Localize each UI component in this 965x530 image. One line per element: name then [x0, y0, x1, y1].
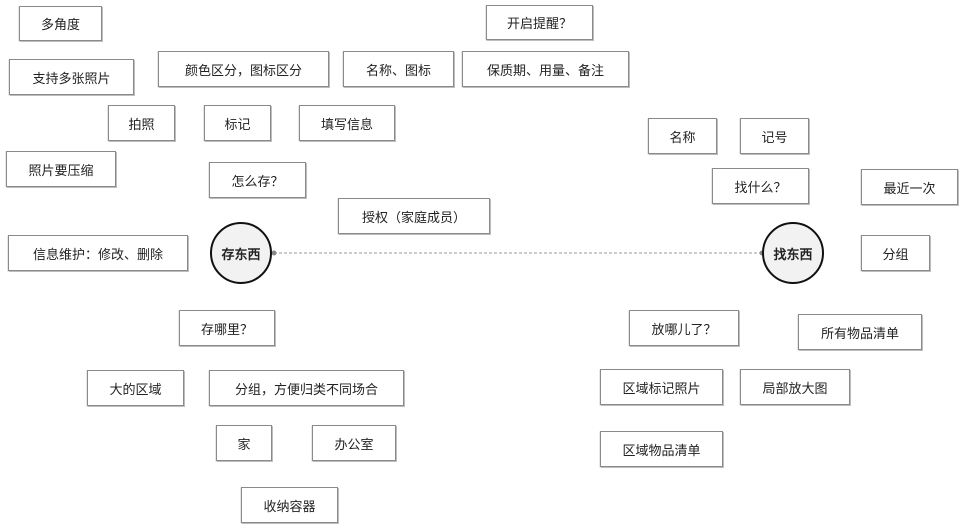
node-find-what[interactable]: 找什么？ — [712, 168, 809, 204]
node-where-store[interactable]: 存哪里？ — [179, 310, 275, 346]
node-multi-angle[interactable]: 多角度 — [19, 6, 102, 41]
node-maintain[interactable]: 信息维护：修改、删除 — [8, 235, 188, 271]
node-reminder[interactable]: 开启提醒？ — [486, 5, 593, 40]
node-authorize[interactable]: 授权（家庭成员） — [338, 198, 490, 234]
node-shelf-life[interactable]: 保质期、用量、备注 — [462, 51, 629, 87]
node-big-area[interactable]: 大的区域 — [87, 370, 184, 406]
node-mark[interactable]: 标记 — [204, 105, 271, 141]
node-zoom[interactable]: 局部放大图 — [740, 369, 850, 405]
node-group-scene[interactable]: 分组，方便归类不同场合 — [209, 370, 404, 406]
node-compress[interactable]: 照片要压缩 — [6, 151, 116, 187]
node-code[interactable]: 记号 — [740, 118, 809, 154]
node-all-list[interactable]: 所有物品清单 — [798, 314, 922, 350]
node-office[interactable]: 办公室 — [312, 425, 396, 461]
node-area-photo[interactable]: 区域标记照片 — [600, 369, 723, 405]
hub-label: 找东西 — [773, 247, 813, 263]
store-things-hub[interactable]: 存东西 — [210, 222, 272, 284]
node-multi-photo[interactable]: 支持多张照片 — [9, 59, 134, 95]
node-fill-info[interactable]: 填写信息 — [299, 105, 395, 141]
node-recent[interactable]: 最近一次 — [861, 169, 958, 205]
node-area-list[interactable]: 区域物品清单 — [600, 431, 723, 467]
node-where-put[interactable]: 放哪儿了？ — [629, 310, 739, 346]
hub-label: 存东西 — [221, 247, 261, 263]
node-container[interactable]: 收纳容器 — [241, 487, 338, 523]
node-how-store[interactable]: 怎么存？ — [209, 162, 306, 198]
node-photo[interactable]: 拍照 — [108, 105, 175, 141]
node-name-icon[interactable]: 名称、图标 — [343, 51, 454, 87]
find-things-hub[interactable]: 找东西 — [762, 222, 824, 284]
node-color-icon[interactable]: 颜色区分，图标区分 — [158, 51, 329, 87]
node-group[interactable]: 分组 — [861, 235, 930, 271]
node-home[interactable]: 家 — [216, 425, 272, 461]
node-name[interactable]: 名称 — [648, 118, 717, 154]
